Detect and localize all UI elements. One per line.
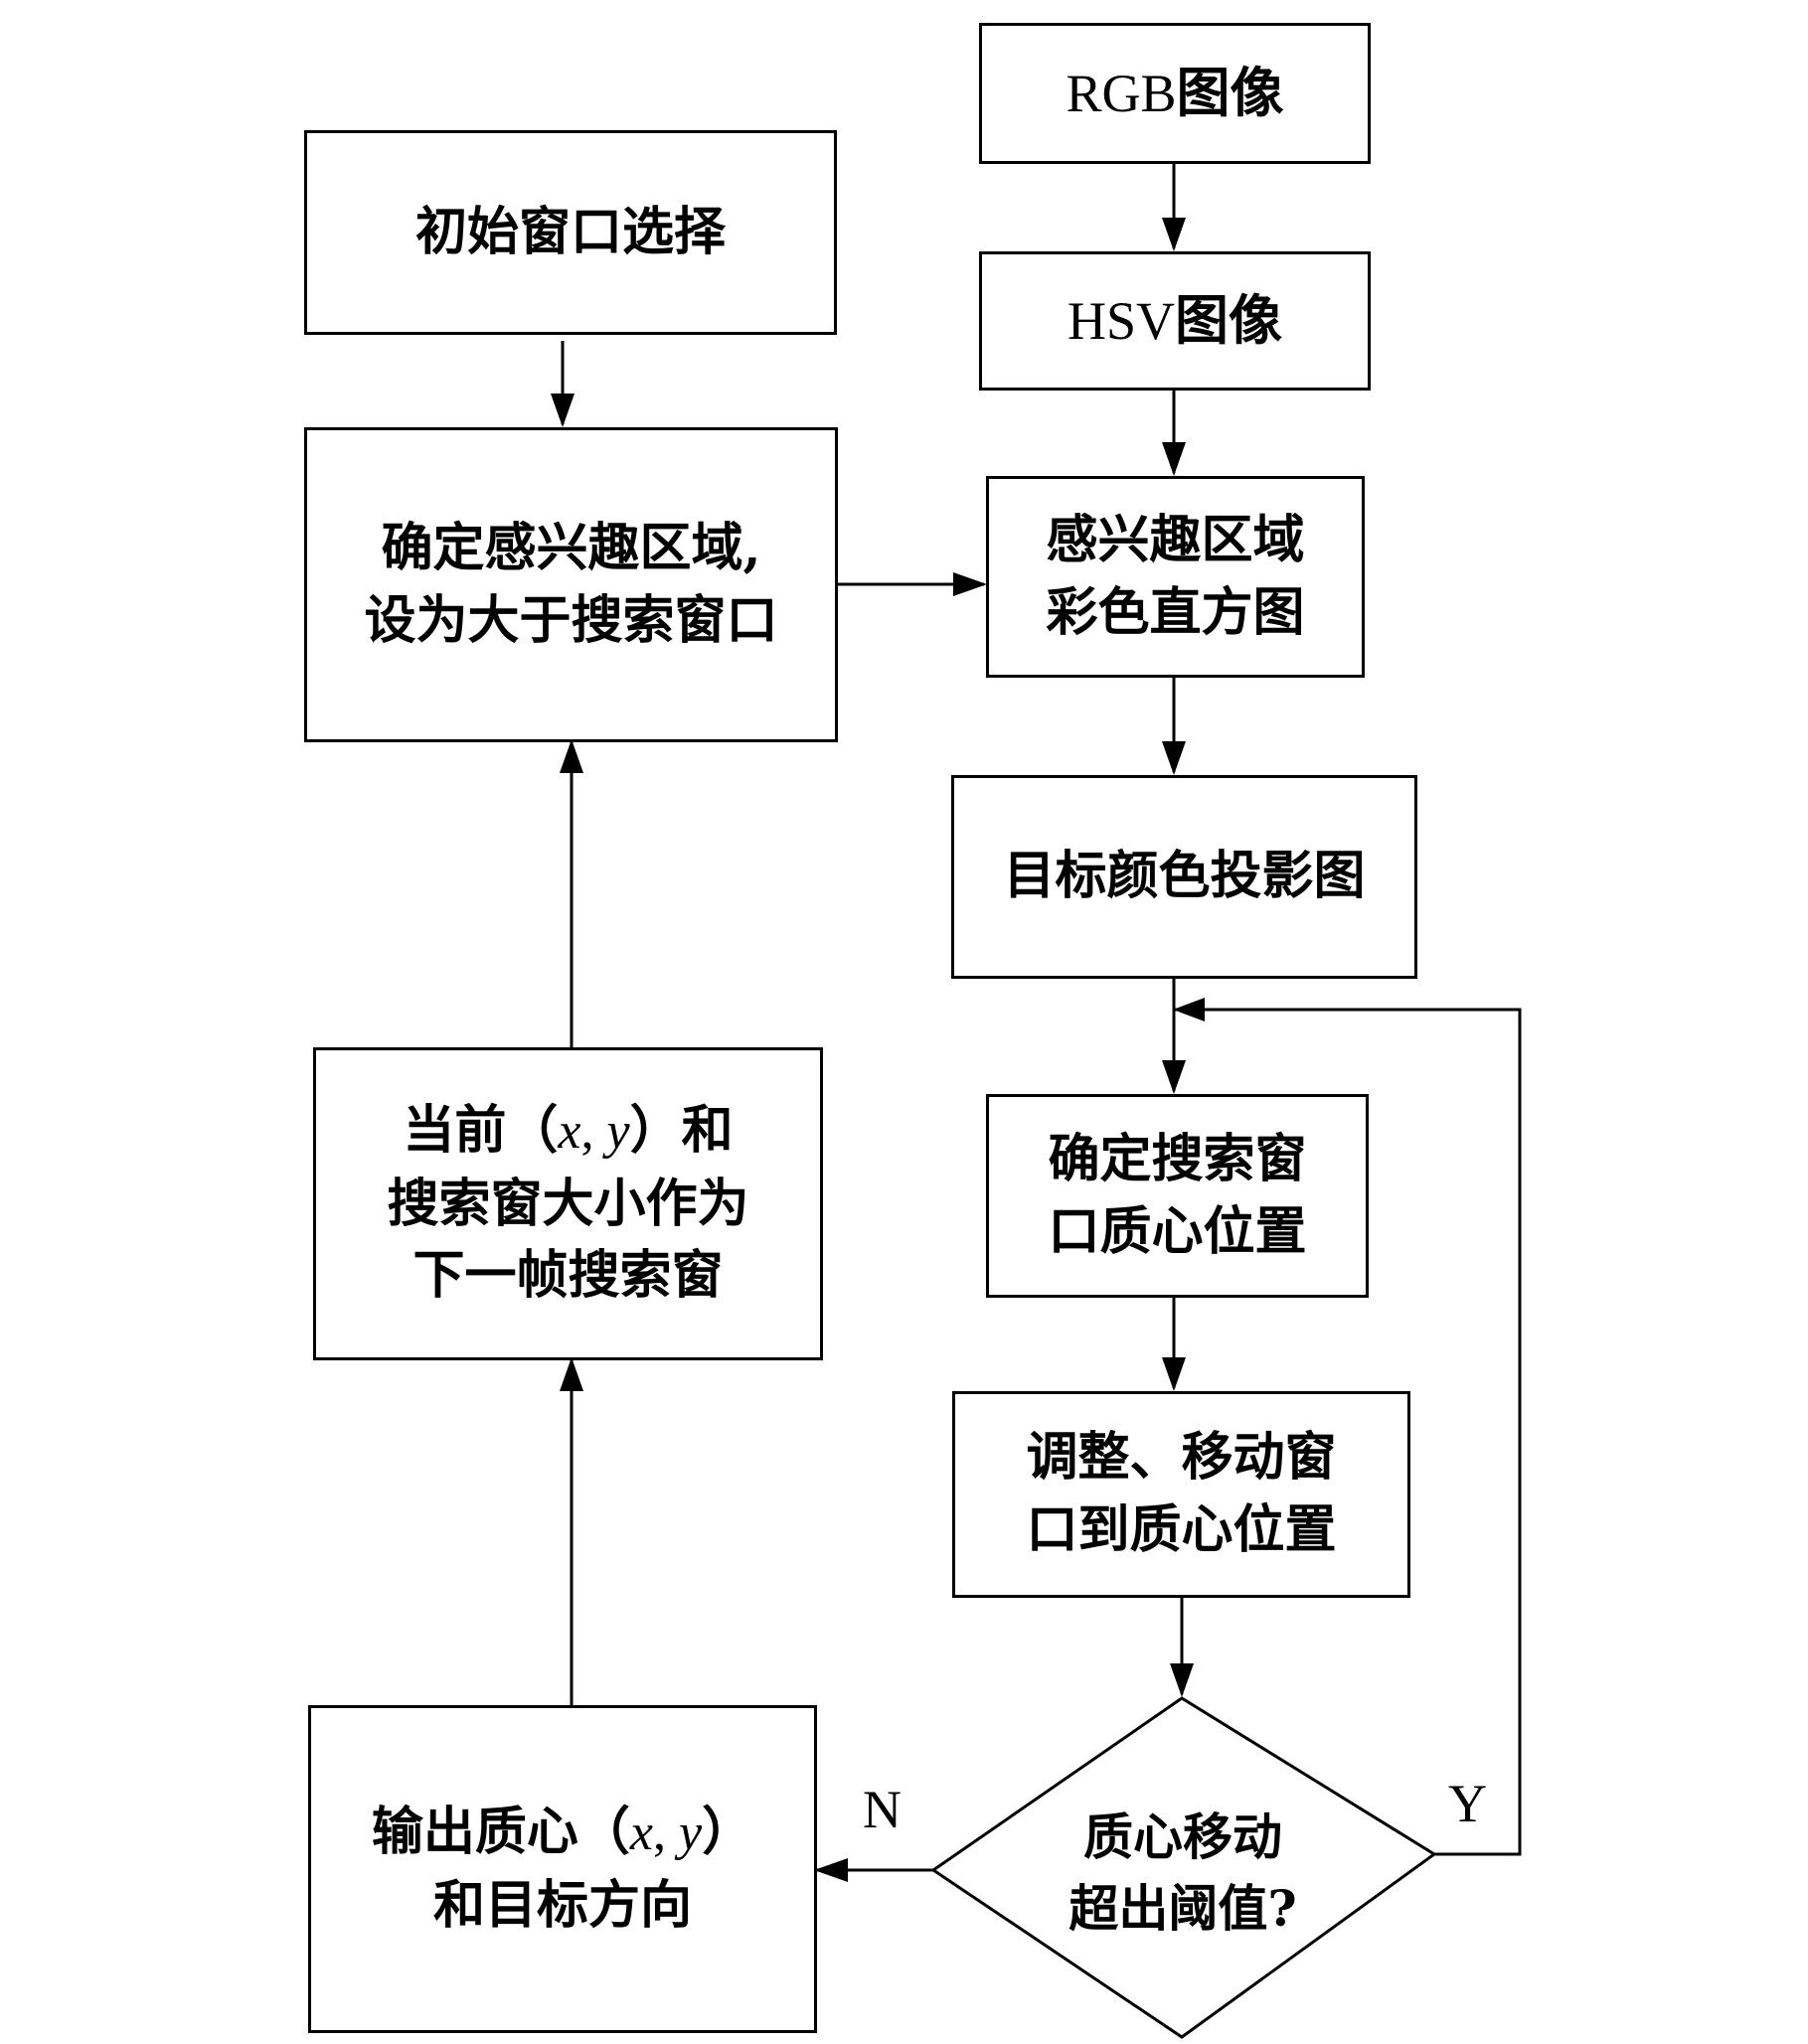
arrowhead-backproj-to-centroid	[1162, 1060, 1186, 1094]
move-window-line-1: 调整、移动窗	[1026, 1427, 1337, 1489]
arrowhead-move-to-decision	[1170, 1663, 1194, 1697]
arrowhead-hist-to-backproj	[1162, 741, 1186, 775]
roi-histogram-line-1: 感兴趣区域	[1046, 509, 1305, 570]
rgb-image-box: RGB图像	[979, 23, 1371, 164]
centroid-line-2: 口质心位置	[1048, 1200, 1307, 1262]
move-window-box: 调整、移动窗 口到质心位置	[952, 1391, 1410, 1598]
output-box: 输出质心（x, y） 和目标方向	[308, 1705, 817, 2033]
roi-setup-line-1: 确定感兴趣区域,	[381, 517, 761, 578]
move-window-line-2: 口到质心位置	[1026, 1499, 1337, 1560]
initial-window-box: 初始窗口选择	[304, 130, 837, 335]
edge-label-no: N	[863, 1780, 902, 1839]
arrowhead-roi-to-hist	[953, 572, 987, 596]
centroid-box: 确定搜索窗 口质心位置	[986, 1094, 1369, 1298]
decision-diamond	[930, 1696, 1437, 2039]
edge-label-yes: Y	[1448, 1774, 1487, 1833]
arrowhead-loop-to-centroid-line	[1173, 998, 1205, 1022]
roi-histogram-box: 感兴趣区域 彩色直方图	[986, 476, 1365, 678]
initial-window-label: 初始窗口选择	[414, 201, 726, 262]
arrowhead-output-to-nextframe	[560, 1357, 583, 1391]
output-line-1: 输出质心（x, y）	[371, 1801, 754, 1862]
backprojection-label: 目标颜色投影图	[1003, 846, 1366, 907]
arrowhead-initial-to-roi	[551, 393, 575, 427]
arrowhead-decision-to-output	[814, 1858, 848, 1882]
arrowhead-centroid-to-move	[1162, 1357, 1186, 1391]
next-frame-line-1: 当前（x, y）和	[403, 1099, 734, 1161]
loop-yes-path	[1174, 1008, 1522, 1856]
rgb-image-label: RGB图像	[1066, 60, 1284, 124]
next-frame-line-2: 搜索窗大小作为	[387, 1173, 749, 1234]
backprojection-box: 目标颜色投影图	[951, 775, 1417, 979]
roi-histogram-line-2: 彩色直方图	[1046, 581, 1305, 643]
arrowhead-hsv-to-hist	[1162, 442, 1186, 476]
next-frame-line-3: 下一帧搜索窗	[412, 1245, 724, 1307]
next-frame-box: 当前（x, y）和 搜索窗大小作为 下一帧搜索窗	[313, 1047, 823, 1360]
hsv-image-box: HSV图像	[979, 251, 1371, 391]
roi-setup-box: 确定感兴趣区域, 设为大于搜索窗口	[304, 427, 838, 742]
decision-line-1: 质心移动	[1083, 1807, 1282, 1866]
output-line-2: 和目标方向	[432, 1874, 692, 1936]
roi-setup-line-2: 设为大于搜索窗口	[364, 589, 778, 651]
centroid-line-1: 确定搜索窗	[1048, 1128, 1307, 1189]
decision-line-2: 超出阈值?	[1068, 1879, 1297, 1938]
hsv-image-label: HSV图像	[1067, 287, 1283, 352]
arrowhead-rgb-to-hsv	[1162, 218, 1186, 251]
decision-label: 质心移动 超出阈值?	[984, 1769, 1382, 1977]
arrowhead-nextframe-to-roi	[560, 739, 583, 773]
